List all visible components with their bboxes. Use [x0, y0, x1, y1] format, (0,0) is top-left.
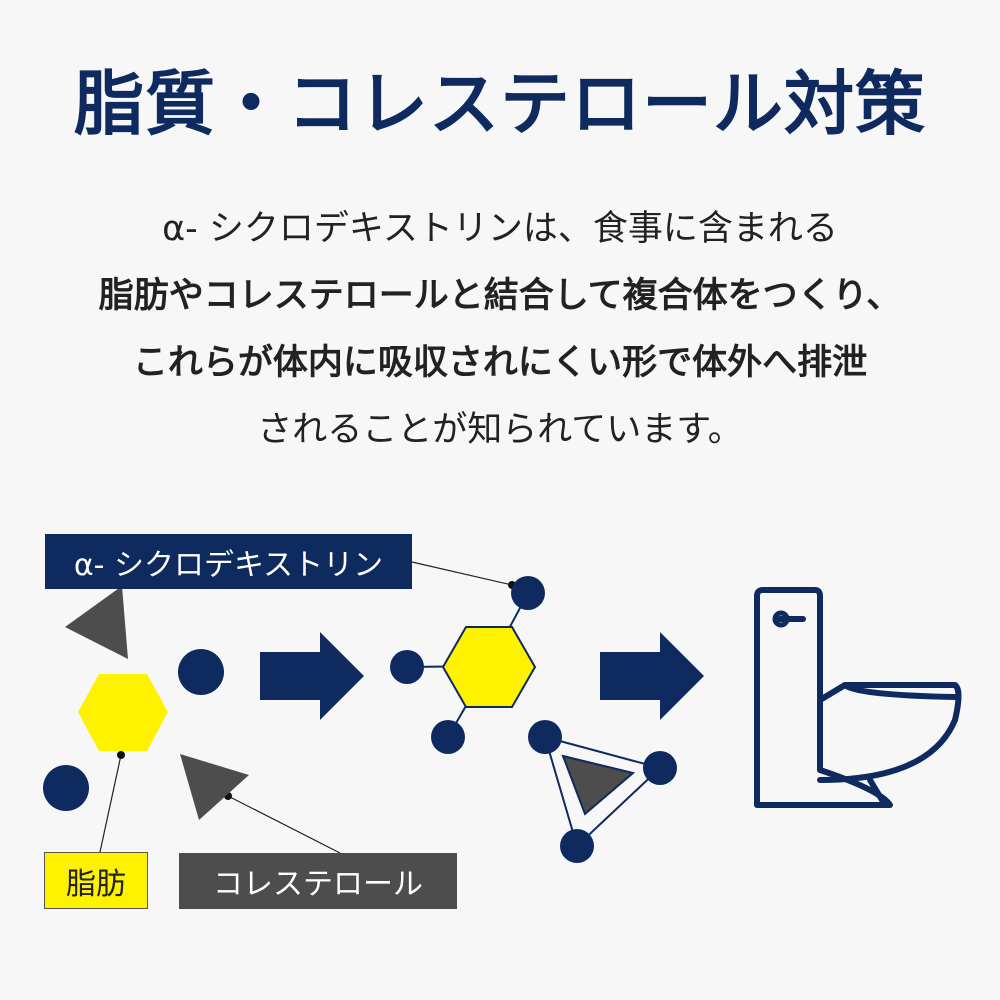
description-line-4: されることが知られています。 — [257, 410, 743, 450]
cholesterol-label: コレステロール — [179, 853, 457, 909]
fat-hexagon-icon — [78, 674, 168, 751]
right-arrow-icon — [260, 632, 364, 720]
fat-label: 脂肪 — [44, 852, 148, 909]
cyclodextrin-dot-icon — [178, 649, 224, 695]
description: α- シクロデキストリンは、食事に含まれる 脂肪やコレステロールと結合して複合体… — [0, 196, 1000, 464]
cyclodextrin-dot-icon — [43, 765, 89, 811]
description-line-3: これらが体内に吸収されにくい形で体外へ排泄 — [132, 343, 868, 383]
fat-leader-line — [99, 754, 122, 853]
description-line-1: α- シクロデキストリンは、食事に含まれる — [162, 209, 838, 249]
page-title: 脂質・コレステロール対策 — [74, 63, 926, 145]
complex-molecule-icon — [528, 720, 677, 863]
right-arrow-icon — [600, 632, 704, 720]
complex-molecule-icon — [390, 576, 545, 754]
cholesterol-triangle-upper-icon — [65, 586, 128, 659]
cyclodextrin-label: α- シクロデキストリン — [45, 534, 412, 589]
cholesterol-leader-line — [227, 795, 341, 854]
description-line-2: 脂肪やコレステロールと結合して複合体をつくり、 — [98, 276, 902, 316]
cholesterol-triangle-lower-icon — [180, 754, 249, 820]
fat-leader-dot — [117, 751, 125, 759]
cyclodextrin-leader-line — [411, 561, 513, 586]
toilet-icon — [754, 587, 962, 808]
